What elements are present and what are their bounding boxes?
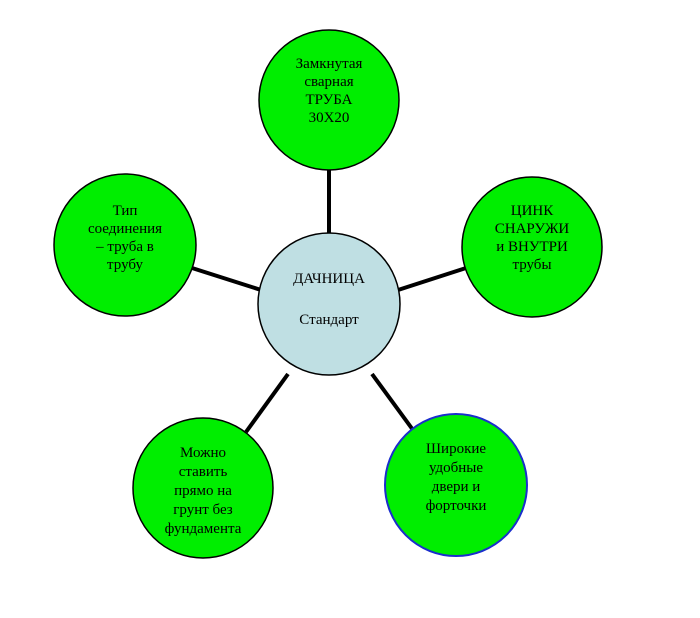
node-joint-line-2: соединения <box>88 221 162 237</box>
node-zinc-line-2: СНАРУЖИ <box>495 221 570 237</box>
center-circle <box>257 232 401 376</box>
connector-zinc <box>397 266 467 292</box>
node-pipe-line-4: 30Х20 <box>309 110 350 126</box>
node-joint-line-4: трубу <box>107 257 143 273</box>
connector-ground <box>244 372 290 434</box>
node-joint-circle <box>53 173 197 317</box>
center-subtitle: Стандарт <box>299 312 359 328</box>
node-ground-line-3: прямо на <box>174 483 232 499</box>
node-pipe-line-2: сварная <box>304 74 353 90</box>
node-zinc-circle <box>461 176 603 318</box>
node-zinc-line-3: и ВНУТРИ <box>496 239 568 255</box>
node-pipe-line-3: ТРУБА <box>306 92 353 108</box>
center-node: ДАЧНИЦА Стандарт <box>257 232 401 376</box>
node-doors-line-4: форточки <box>426 498 487 514</box>
node-zinc-line-4: трубы <box>512 257 551 273</box>
node-doors-circle <box>384 413 528 557</box>
node-pipe-line-1: Замкнутая <box>296 56 363 72</box>
node-ground-line-2: ставить <box>179 464 228 480</box>
node-ground-line-1: Можно <box>180 445 226 461</box>
node-zinc-line-1: ЦИНК <box>511 203 554 219</box>
node-ground-line-5: фундамента <box>165 521 242 537</box>
node-doors-line-1: Широкие <box>426 441 486 457</box>
connector-joint <box>191 266 262 292</box>
node-joint-line-3: – труба в <box>95 239 154 255</box>
node-pipe-circle <box>258 29 400 171</box>
node-zinc: ЦИНК СНАРУЖИ и ВНУТРИ трубы <box>461 176 603 318</box>
node-doors: Широкие удобные двери и форточки <box>384 413 528 557</box>
node-joint-line-1: Тип <box>113 203 138 219</box>
node-ground-line-4: грунт без <box>173 502 233 518</box>
node-pipe: Замкнутая сварная ТРУБА 30Х20 <box>258 29 400 171</box>
node-ground-circle <box>132 417 274 559</box>
node-ground: Можно ставить прямо на грунт без фундаме… <box>132 417 274 559</box>
node-doors-line-2: удобные <box>429 460 483 476</box>
center-title: ДАЧНИЦА <box>293 271 365 287</box>
node-joint: Тип соединения – труба в трубу <box>53 173 197 317</box>
connector-doors <box>370 372 415 432</box>
node-doors-line-3: двери и <box>432 479 481 495</box>
